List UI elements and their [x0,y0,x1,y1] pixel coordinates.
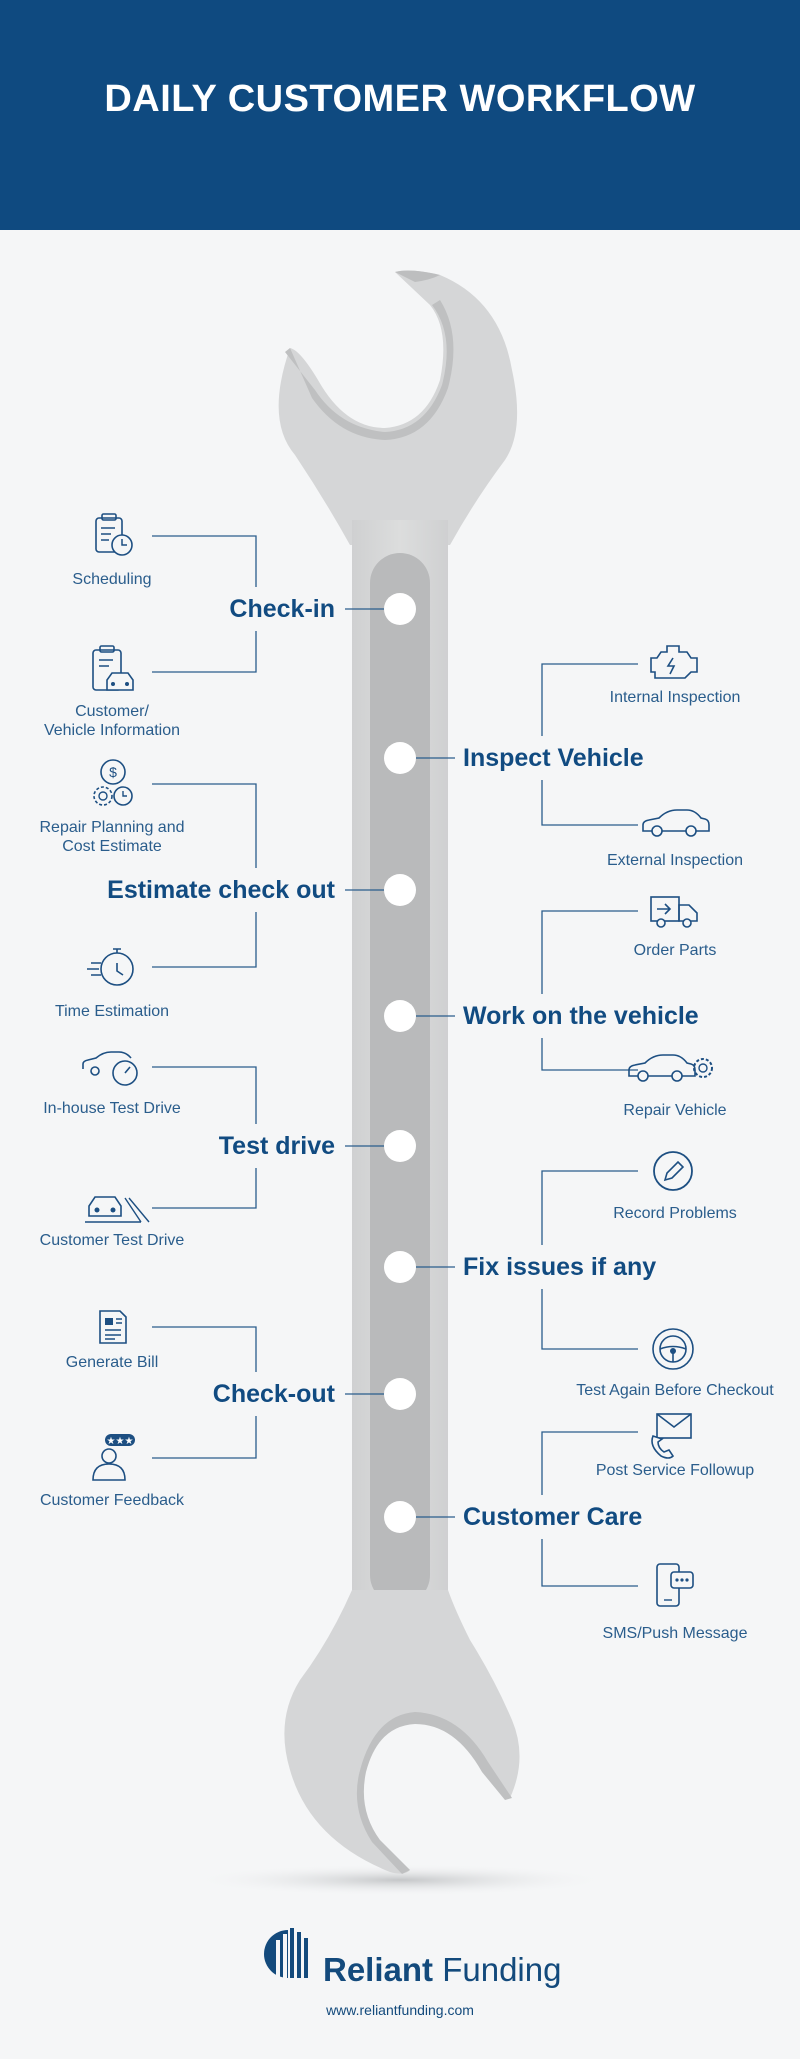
step-label: Work on the vehicle [463,1002,699,1030]
workflow-step: Check-out Generate Bill ★★★ Customer Feedba… [40,1310,416,1509]
footer-url[interactable]: www.reliantfunding.com [325,2002,474,2018]
car-speedometer-icon [82,1051,138,1086]
sub-item: Order Parts [634,896,717,959]
sub-item: External Inspection [607,809,743,869]
stopwatch-icon [87,948,134,986]
sub-item: Repair Vehicle [623,1054,727,1119]
step-bracket [541,910,638,1071]
step-label: Customer Care [463,1503,642,1531]
sub-item: Record Problems [613,1151,737,1222]
calendar-clock-icon [95,513,133,556]
sub-item-label: Customer Feedback [40,1492,185,1509]
step-dot [384,742,416,774]
sub-item-label: Customer Test Drive [40,1232,185,1249]
sub-item: Time Estimation [55,948,169,1020]
sub-item-label: Record Problems [613,1205,737,1222]
workflow-step: Customer Care Post Service FollowupSMS/Pu… [384,1413,754,1642]
dollar-gear-icon: $ [93,759,133,806]
svg-text:★★★: ★★★ [107,1436,134,1447]
bill-icon [99,1310,127,1344]
brand-name-regular: Funding [433,1951,561,1988]
step-bracket [152,1066,257,1209]
envelope-phone-icon [651,1413,692,1459]
sub-item-label: Customer/ [75,703,149,720]
step-bracket [541,1170,638,1350]
step-bracket [541,1431,638,1587]
page-title: DAILY CUSTOMER WORKFLOW [104,78,696,120]
sub-item-label: External Inspection [607,852,743,869]
wrench-groove [370,553,430,1605]
sub-item: Customer/Vehicle Information [44,645,180,739]
svg-text:$: $ [109,764,117,780]
steering-wheel-icon [652,1328,694,1370]
sub-item: Internal Inspection [610,645,741,706]
step-bracket [152,1326,257,1459]
step-label: Fix issues if any [463,1253,656,1281]
step-label: Inspect Vehicle [463,744,644,772]
car-road-icon [85,1196,150,1223]
wrench-bottom-head [284,1590,520,1874]
sub-item-label: Scheduling [72,571,151,588]
sub-item-label: Post Service Followup [596,1462,754,1479]
workflow-step: Inspect Vehicle Internal InspectionExtern… [384,645,743,869]
sub-item-label: Time Estimation [55,1003,169,1020]
delivery-truck-icon [650,896,698,928]
footer: Reliant Funding www.reliantfunding.com [264,1928,561,2018]
step-bracket [541,663,638,826]
sub-item-label: SMS/Push Message [603,1625,748,1642]
sub-item: Test Again Before Checkout [576,1328,774,1399]
pencil-circle-icon [653,1151,693,1191]
user-rating-icon: ★★★ [92,1434,135,1481]
step-label: Test drive [219,1132,335,1160]
car-icon [642,809,710,837]
step-dot [384,1501,416,1533]
sub-item: SMS/Push Message [603,1563,748,1642]
step-dot [384,874,416,906]
workflow-step: Estimate check out $ Repair Planning andCo… [40,759,416,1020]
sub-item: Scheduling [72,513,152,588]
step-dot [384,1251,416,1283]
sub-item-label: Cost Estimate [62,838,162,855]
step-label: Check-out [213,1380,336,1408]
sub-item: Generate Bill [66,1310,159,1371]
step-bracket [152,535,257,673]
wrench-shadow [190,1864,610,1896]
sub-item-label: Vehicle Information [44,722,180,739]
sub-item-label: In-house Test Drive [43,1100,181,1117]
step-dot [384,1378,416,1410]
step-dot [384,593,416,625]
sub-item-label: Repair Planning and [40,819,185,836]
car-gear-icon [628,1054,713,1082]
engine-icon [650,645,698,679]
clipboard-car-icon [92,645,134,691]
step-label: Estimate check out [107,876,336,904]
mobile-message-icon [656,1563,694,1607]
svg-text:Reliant Funding: Reliant Funding [323,1951,561,1988]
sub-item: ★★★ Customer Feedback [40,1434,185,1509]
wrench-graphic [190,270,610,1896]
sub-item-label: Internal Inspection [610,689,741,706]
sub-item-label: Test Again Before Checkout [576,1382,774,1399]
sub-item-label: Order Parts [634,942,717,959]
building-logo-icon [264,1928,308,1978]
step-bracket [152,783,257,968]
sub-item-label: Repair Vehicle [623,1102,726,1119]
brand-name-bold: Reliant [323,1951,433,1988]
step-dot [384,1130,416,1162]
header-banner: DAILY CUSTOMER WORKFLOW [0,0,800,230]
sub-item: In-house Test Drive [43,1051,181,1117]
step-dot [384,1000,416,1032]
sub-item: Post Service Followup [596,1413,754,1479]
sub-item: Customer Test Drive [40,1196,185,1249]
sub-item-label: Generate Bill [66,1354,159,1371]
wrench-top-head [278,270,518,545]
step-label: Check-in [229,595,335,623]
